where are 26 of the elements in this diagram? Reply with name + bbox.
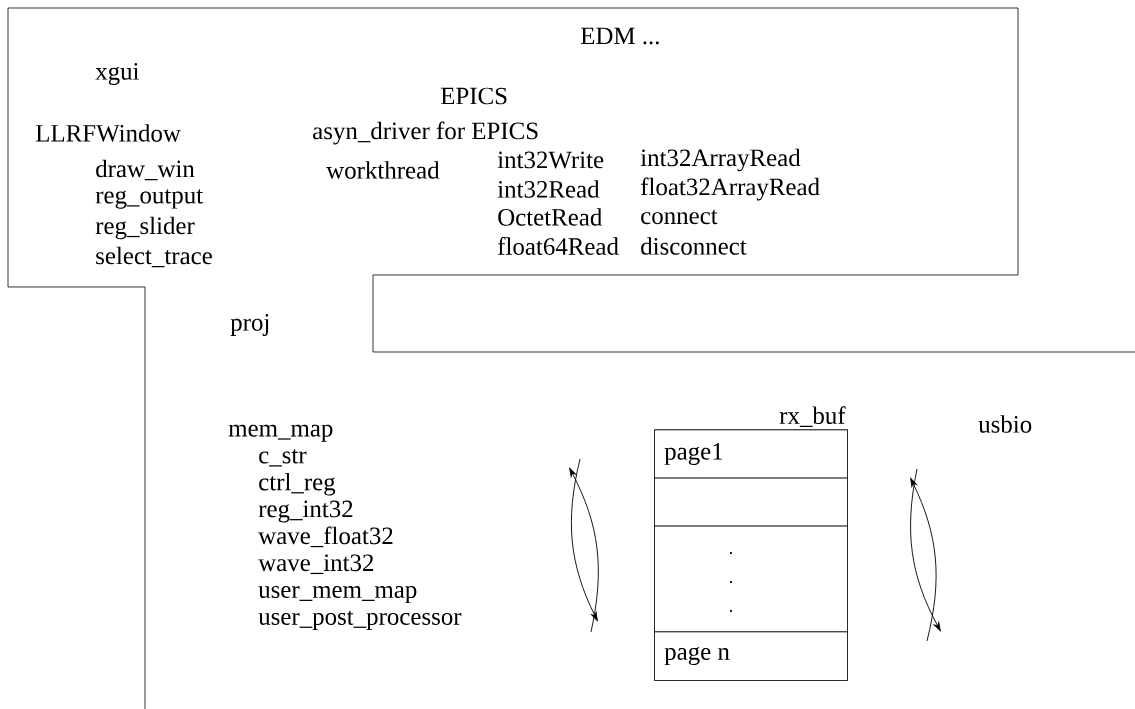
text-label: float32ArrayRead [640,177,820,201]
text-label: int32Read [497,180,600,198]
page-row: page n [654,631,848,681]
text-label: LLRFWindow [35,124,181,142]
text-label: OctetRead [498,208,603,226]
variable-list: mem_map c_str ctrl_reg reg_int32 wave_float32 wave_int32 user_mem_map user_post_processor [228,424,462,630]
text-label: xgui [95,63,139,85]
text-label: EPICS [440,87,507,105]
text-label: asyn_driver for EPICS [313,121,538,145]
node-label: rx_buf [779,406,846,427]
text-label: workthread [326,161,440,179]
text-label: disconnect [641,237,747,255]
text-label: int32ArrayRead [640,148,801,172]
text-label: EDM ... [580,27,659,45]
text-label: reg_slider [95,216,195,240]
text-label: connect [641,209,718,225]
page-row [654,477,848,527]
text-label: select_trace [96,246,212,268]
module-label: usbio [978,415,1032,433]
page-row: page1 [654,429,848,479]
text-label: float64Read [497,237,619,255]
page-row [654,525,848,633]
text-label: draw_win [96,159,195,181]
text-label: reg_output [95,189,203,209]
text-label: proj [230,314,269,336]
text-label: int32Write [497,151,604,169]
